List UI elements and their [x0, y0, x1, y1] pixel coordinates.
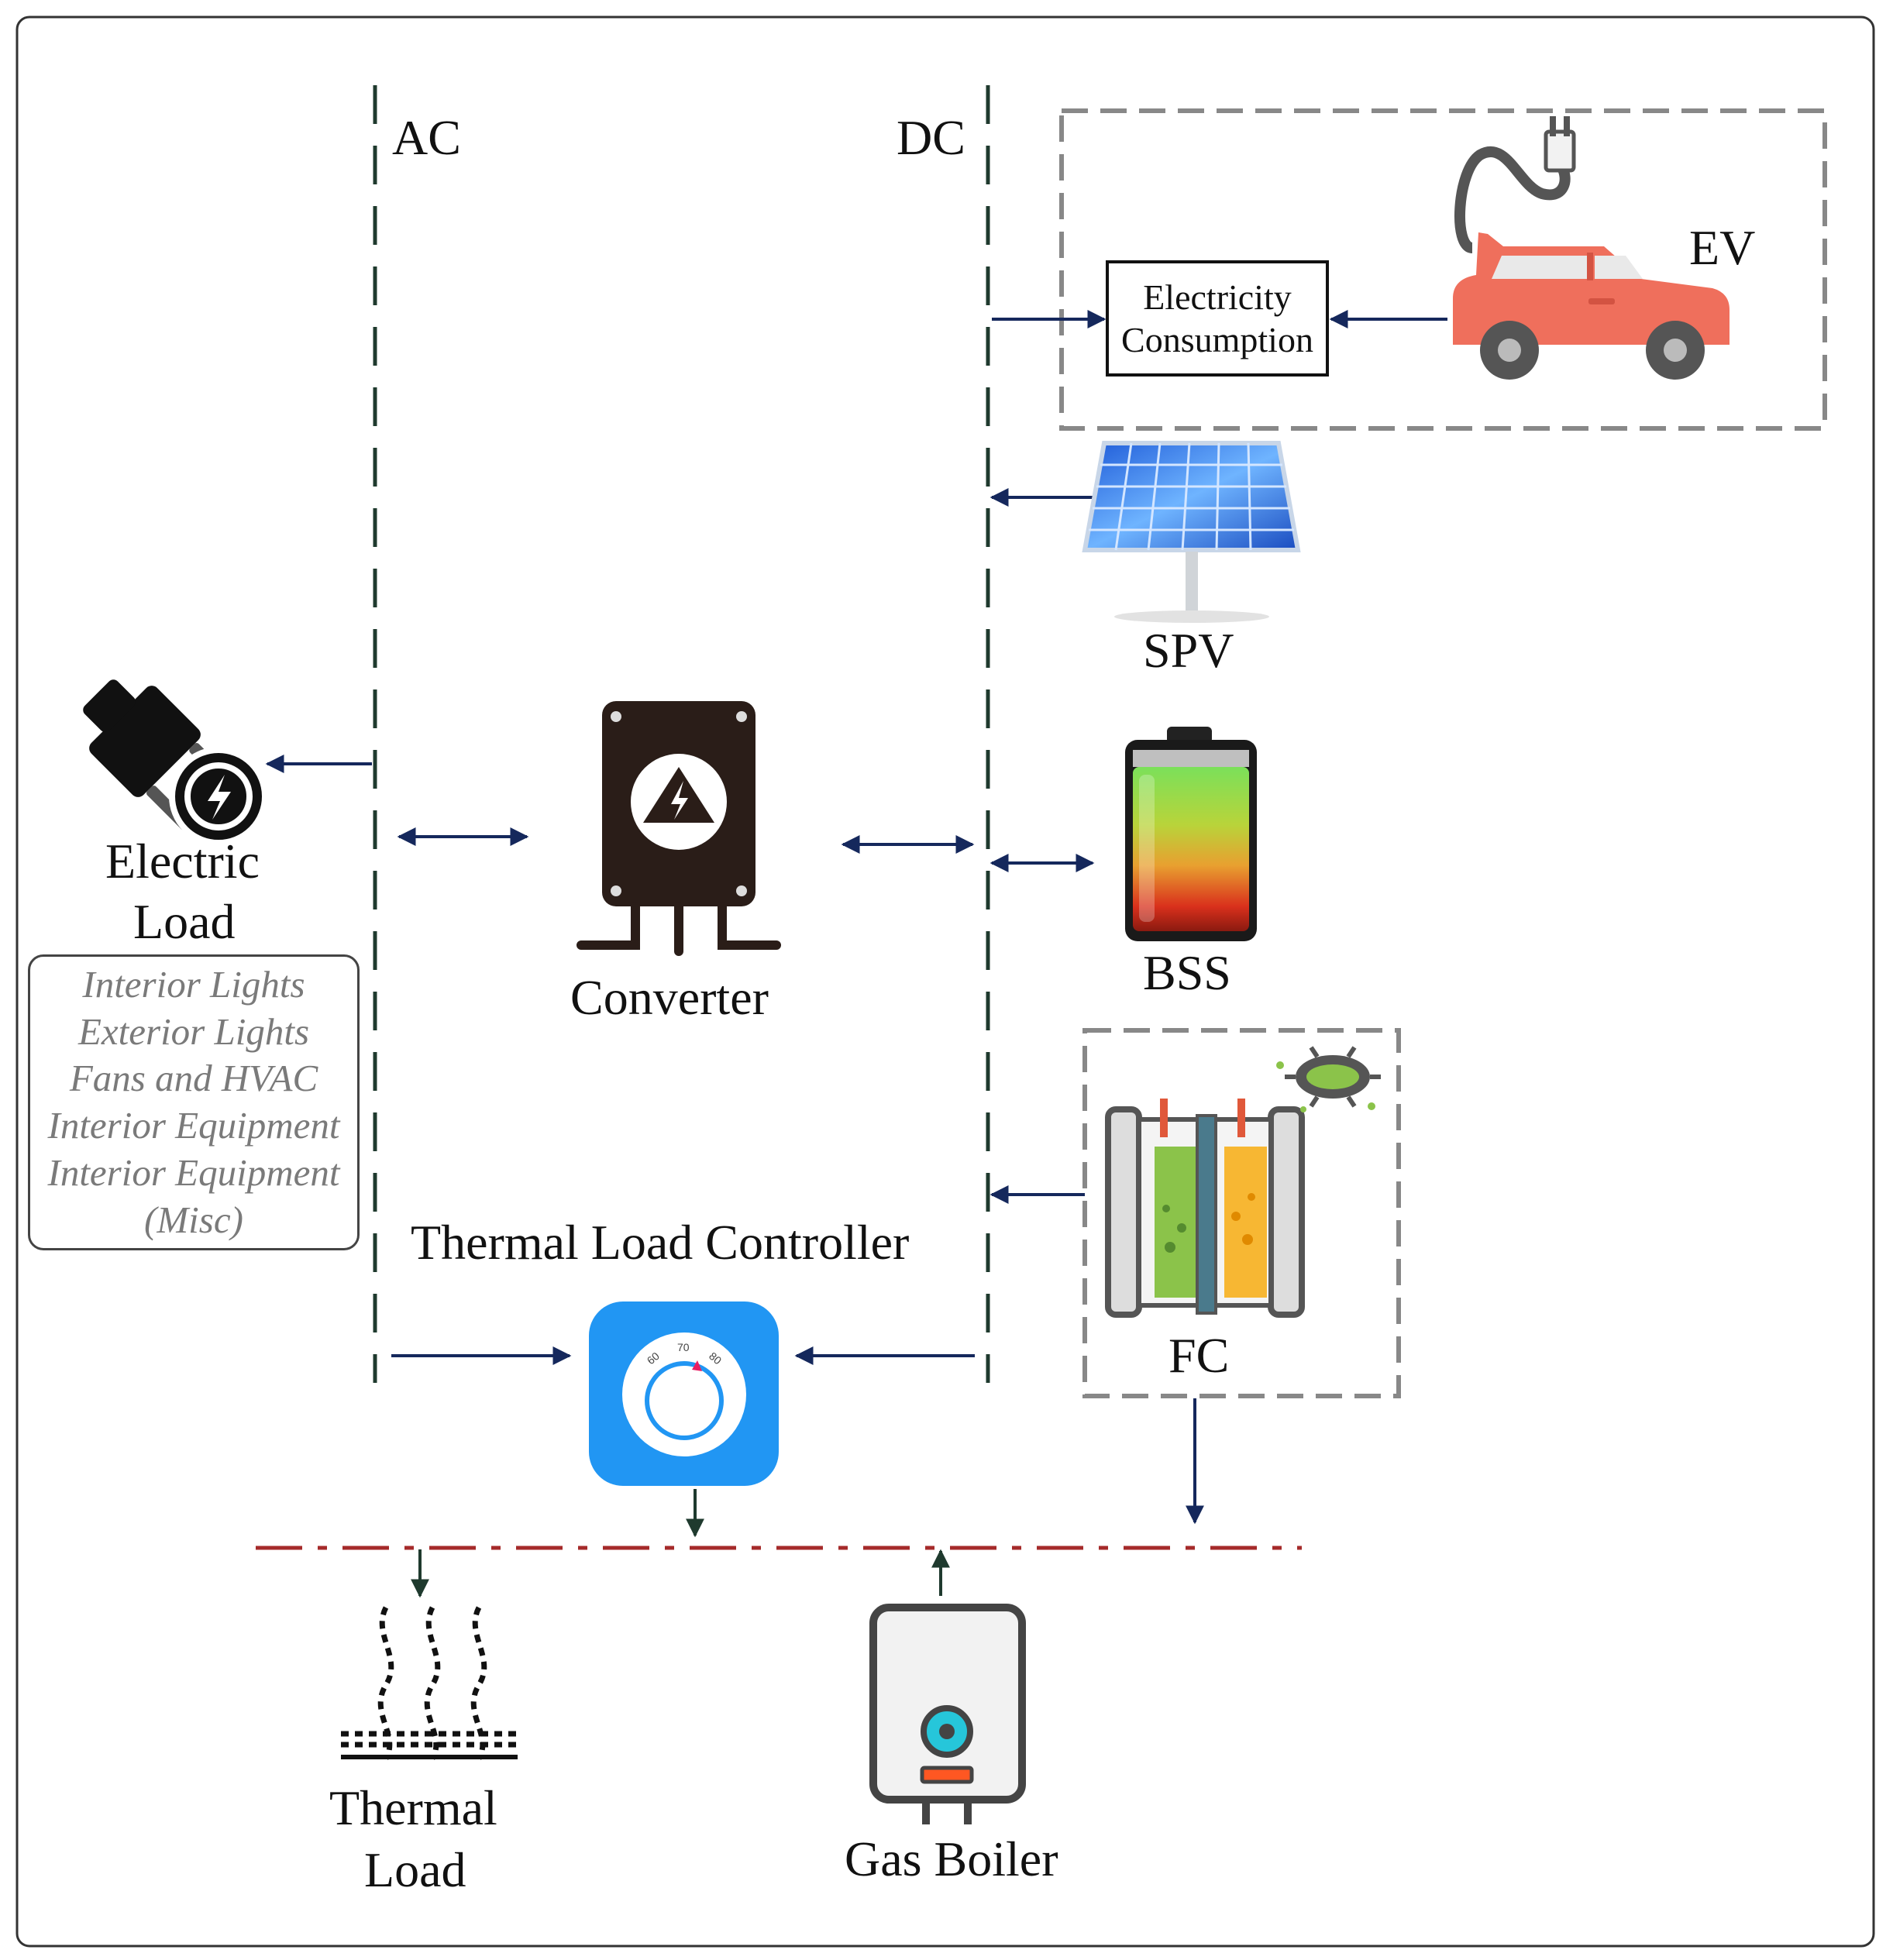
- electricity-consumption-line1: Electricity: [1143, 277, 1292, 317]
- solar-panel-icon: [1082, 441, 1301, 623]
- fc-label: FC: [1168, 1328, 1230, 1383]
- fuel-cell-icon: [1105, 1099, 1305, 1318]
- battery-icon: [1125, 727, 1257, 941]
- dc-bus-label: DC: [897, 110, 965, 165]
- thermal-load-controller-label: Thermal Load Controller: [411, 1215, 910, 1270]
- electric-load-items-box: Interior Lights Exterior Lights Fans and…: [28, 954, 360, 1250]
- load-item: Interior Equipment: [47, 1150, 340, 1194]
- spv-label: SPV: [1143, 623, 1234, 678]
- electric-load-label-line2: Load: [133, 894, 236, 949]
- ac-bus-label: AC: [392, 110, 461, 165]
- load-item: (Misc): [144, 1198, 243, 1241]
- converter-label: Converter: [570, 970, 769, 1025]
- load-item: Exterior Lights: [77, 1009, 310, 1053]
- load-item: Fans and HVAC: [69, 1057, 318, 1100]
- gas-boiler-label: Gas Boiler: [845, 1831, 1058, 1886]
- electric-load-label-line1: Electric: [105, 834, 260, 889]
- thermal-load-label-line2: Load: [364, 1842, 466, 1897]
- load-item: Interior Lights: [82, 962, 305, 1006]
- electricity-consumption-line2: Consumption: [1121, 320, 1313, 359]
- boiler-icon: [869, 1604, 1026, 1824]
- plug-icon: [83, 679, 268, 846]
- thermal-load-label-line1: Thermal: [329, 1780, 497, 1835]
- heat-waves-icon: [341, 1606, 518, 1760]
- thermostat-icon: 60 70 80: [589, 1302, 779, 1486]
- bss-label: BSS: [1143, 945, 1231, 1000]
- fc-dashed-box: [1082, 1028, 1401, 1398]
- electricity-consumption-box: Electricity Consumption: [1106, 260, 1329, 377]
- ev-label: EV: [1689, 220, 1756, 275]
- svg-text:70: 70: [677, 1341, 690, 1353]
- bacteria-icon: [1276, 1046, 1381, 1112]
- car-icon: [1453, 116, 1730, 380]
- load-item: Interior Equipment: [47, 1104, 340, 1147]
- converter-icon: [577, 701, 781, 956]
- outer-frame: [15, 15, 1875, 1948]
